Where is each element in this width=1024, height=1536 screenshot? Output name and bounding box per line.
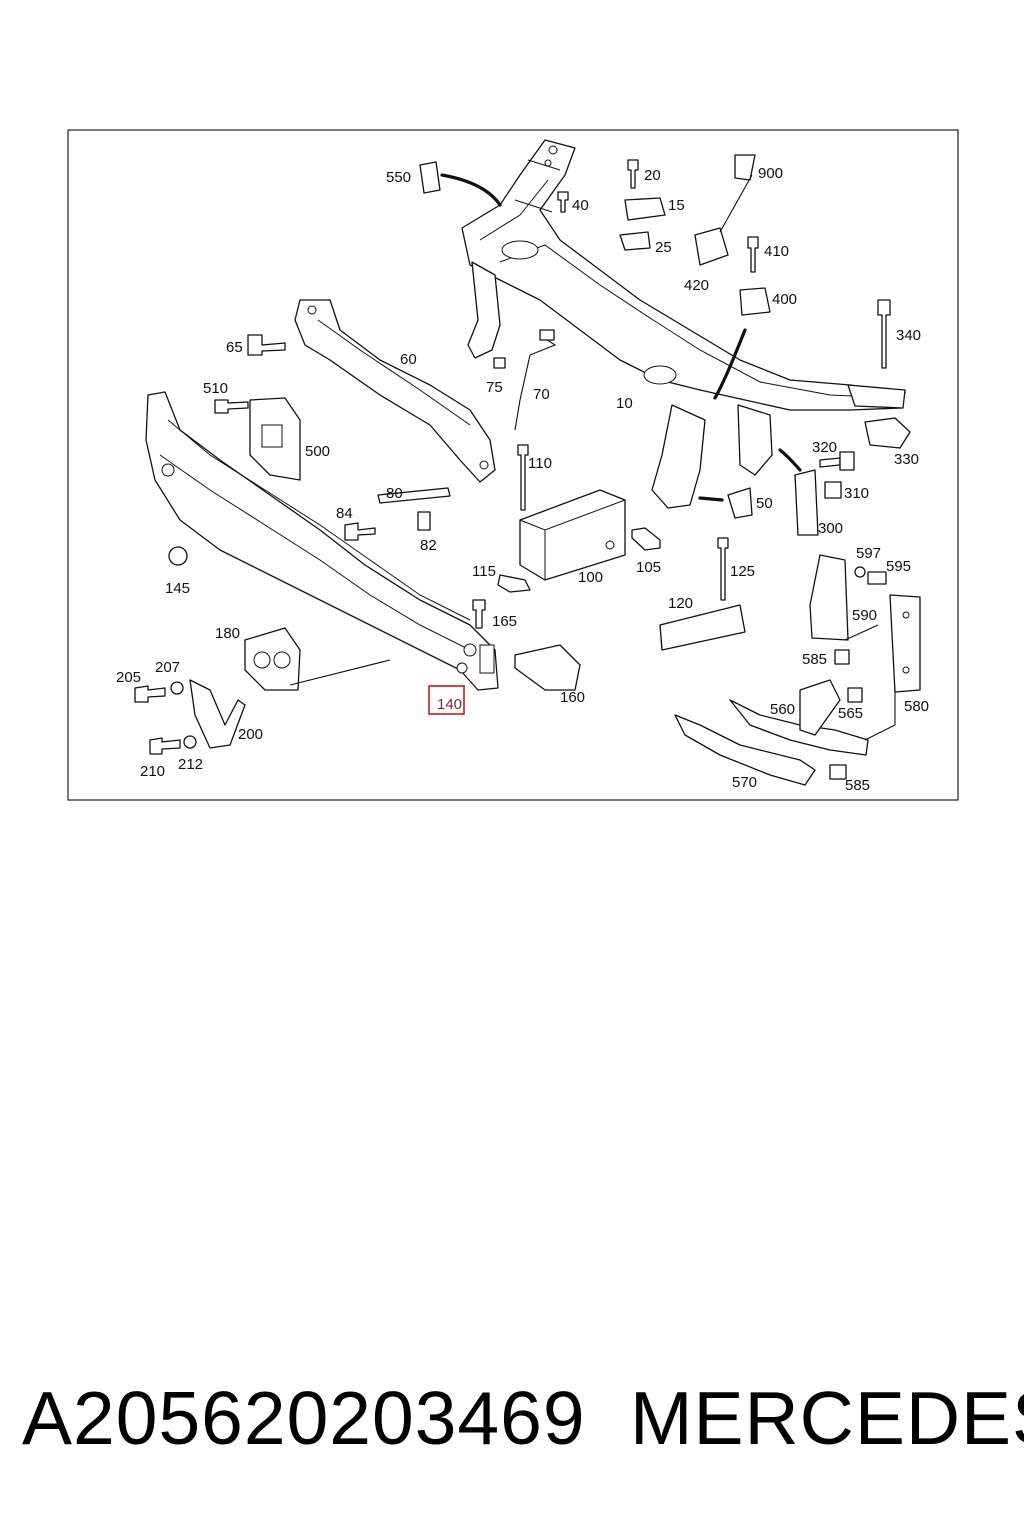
bolts xyxy=(134,159,891,780)
callout-25: 25 xyxy=(655,239,672,256)
callout-420: 420 xyxy=(684,277,709,294)
callout-165: 165 xyxy=(492,613,517,630)
callout-207: 207 xyxy=(155,659,180,676)
callout-550: 550 xyxy=(386,169,411,186)
callout-60: 60 xyxy=(400,351,417,368)
callout-40: 40 xyxy=(572,197,589,214)
callout-75: 75 xyxy=(486,379,503,396)
callout-300: 300 xyxy=(818,520,843,537)
callout-510: 510 xyxy=(203,380,228,397)
bracket-300 xyxy=(794,469,819,536)
callout-330: 330 xyxy=(894,451,919,468)
callout-84: 84 xyxy=(336,505,353,522)
callout-145: 145 xyxy=(165,580,190,597)
callout-50: 50 xyxy=(756,495,773,512)
brand-caption: MERCEDES xyxy=(630,1376,1024,1460)
callout-180: 180 xyxy=(215,625,240,642)
callout-570: 570 xyxy=(732,774,757,791)
callout-140: 140 xyxy=(437,696,462,713)
mount-330 xyxy=(864,417,911,449)
callout-565: 565 xyxy=(838,705,863,722)
callout-115: 115 xyxy=(472,563,496,580)
callout-10: 10 xyxy=(616,395,633,412)
bumper-crossmember xyxy=(145,391,499,691)
callout-597: 597 xyxy=(856,545,881,562)
callout-15: 15 xyxy=(668,197,685,214)
bracket-580 xyxy=(889,594,921,693)
clip-420 xyxy=(694,227,729,266)
callout-120: 120 xyxy=(668,595,693,612)
callout-82: 82 xyxy=(420,537,437,554)
rail-570 xyxy=(674,714,816,786)
callout-70: 70 xyxy=(533,386,550,403)
callout-410: 410 xyxy=(764,243,789,260)
callout-585-lower: 585 xyxy=(845,777,870,794)
callout-160: 160 xyxy=(560,689,585,706)
callout-400: 400 xyxy=(772,291,797,308)
rail-560 xyxy=(729,679,869,756)
bracket-500 xyxy=(249,397,301,481)
callout-900: 900 xyxy=(758,165,783,182)
callout-595: 595 xyxy=(886,558,911,575)
bracket-180 xyxy=(244,627,301,691)
callout-105: 105 xyxy=(636,559,661,576)
bracket-160 xyxy=(514,644,581,691)
callout-590: 590 xyxy=(852,607,877,624)
clip-50 xyxy=(727,487,753,519)
insert-550 xyxy=(419,161,441,194)
callout-340: 340 xyxy=(896,327,921,344)
callout-110: 110 xyxy=(528,455,552,472)
callout-labels: 550 20 900 40 15 25 410 420 400 340 65 6… xyxy=(116,165,929,794)
bracket-200 xyxy=(189,679,246,749)
callout-500: 500 xyxy=(305,443,330,460)
diagram-frame xyxy=(67,129,959,801)
block-120 xyxy=(659,604,746,651)
callout-125: 125 xyxy=(730,563,755,580)
callout-20: 20 xyxy=(644,167,661,184)
callout-585-upper: 585 xyxy=(802,651,827,668)
callout-200: 200 xyxy=(238,726,263,743)
callout-580: 580 xyxy=(904,698,929,715)
callout-310: 310 xyxy=(844,485,869,502)
mount-400 xyxy=(739,287,771,316)
callout-560: 560 xyxy=(770,701,795,718)
callout-80: 80 xyxy=(386,485,403,502)
pipe-70 xyxy=(514,329,557,431)
highlight-box-140 xyxy=(428,685,465,715)
housing-100 xyxy=(519,489,626,581)
callout-205: 205 xyxy=(116,669,141,686)
callout-210: 210 xyxy=(140,763,165,780)
bracket-590 xyxy=(809,554,849,641)
part-number-caption: A205620203469 xyxy=(22,1376,586,1460)
leader-lines xyxy=(289,173,896,741)
callout-65: 65 xyxy=(226,339,243,356)
washer-25 xyxy=(619,231,651,251)
upper-side-bracket xyxy=(294,299,496,483)
front-end-carrier xyxy=(461,139,906,509)
callout-320: 320 xyxy=(812,439,837,456)
mount-15 xyxy=(624,197,666,221)
callout-212: 212 xyxy=(178,756,203,773)
tag-900 xyxy=(734,154,756,181)
callout-100: 100 xyxy=(578,569,603,586)
